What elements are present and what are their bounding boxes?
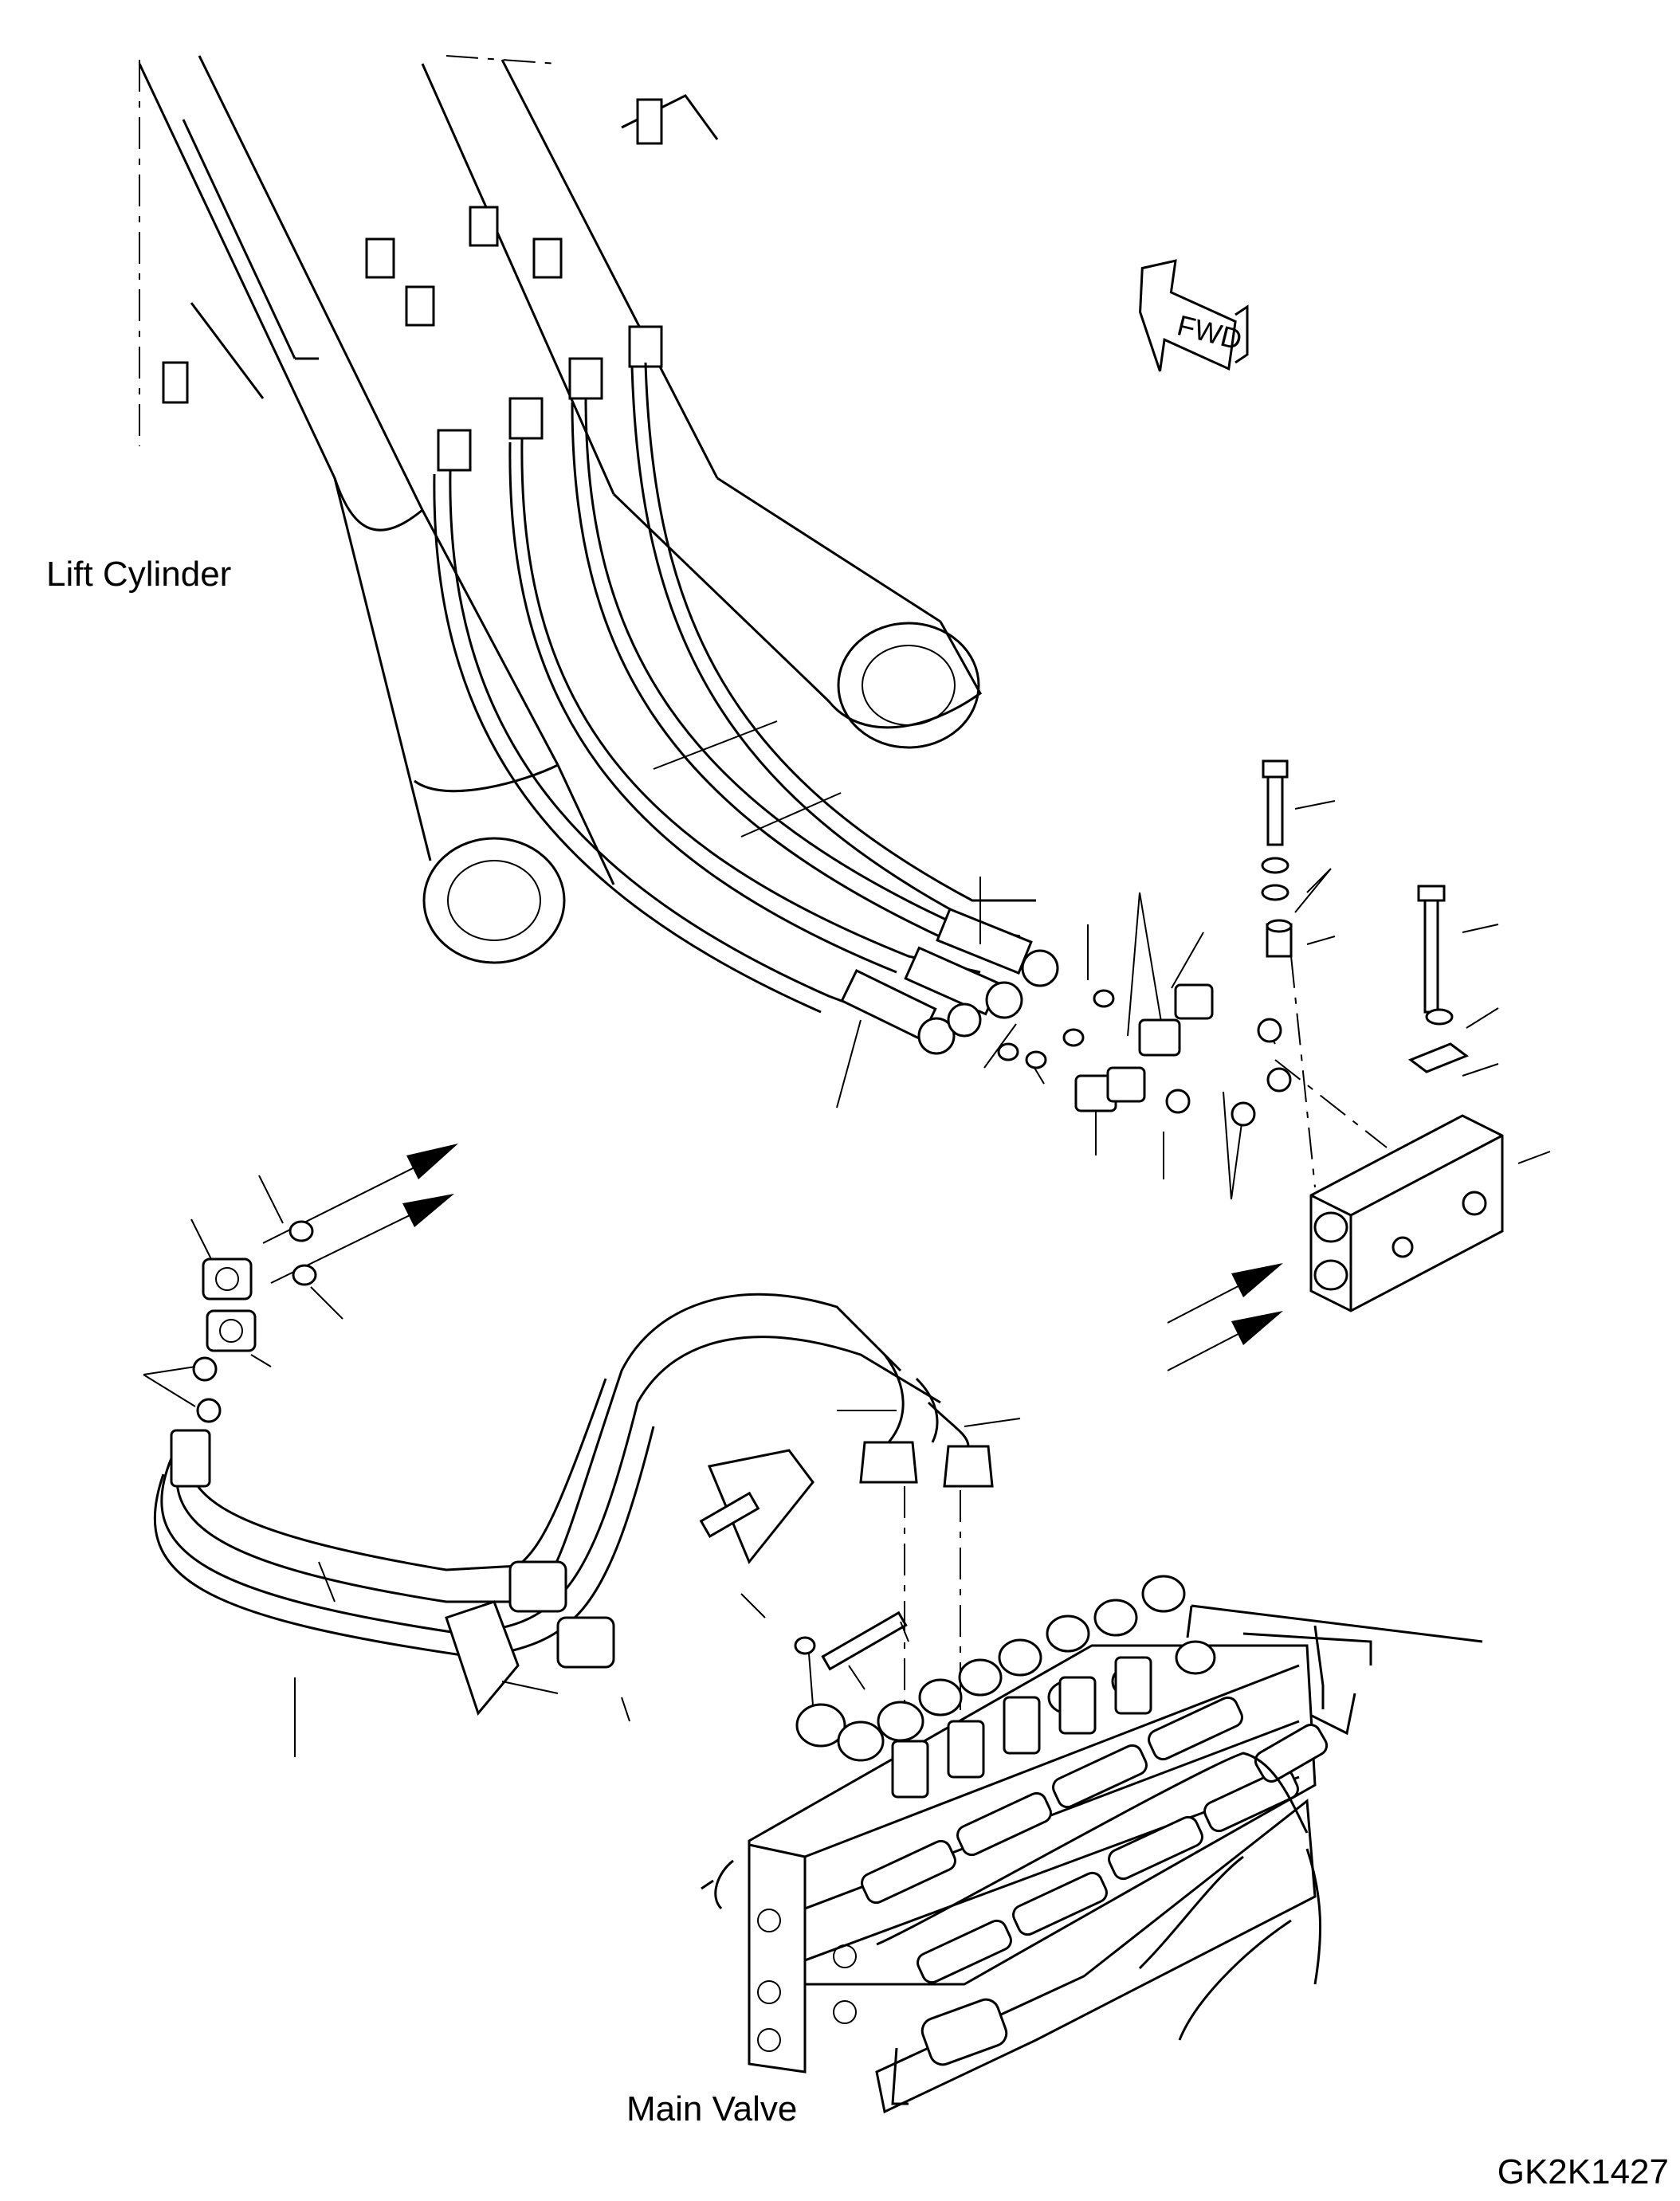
main-valve <box>701 1575 1483 2114</box>
mounting-block-assembly <box>1261 759 1504 1312</box>
main-valve-label: Main Valve <box>626 2089 798 2128</box>
drawing-code: GK2K1427 <box>1497 2152 1669 2191</box>
lift-cylinder-label: Lift Cylinder <box>46 555 232 594</box>
hose-bundle-lower <box>153 1293 1021 1944</box>
leader-lines-upper <box>653 720 1551 1200</box>
lower-fittings <box>143 1175 343 1423</box>
o-rings-and-adapters-upper <box>997 983 1292 1127</box>
flow-arrow-icon <box>262 1144 1283 1371</box>
hose-bundle-upper <box>433 362 1059 1055</box>
cylinder-port-fittings <box>365 206 663 472</box>
fwd-arrow-icon: FWD <box>1139 259 1249 372</box>
lift-cylinder-right <box>421 55 982 749</box>
lift-cylinder-left <box>138 55 615 964</box>
